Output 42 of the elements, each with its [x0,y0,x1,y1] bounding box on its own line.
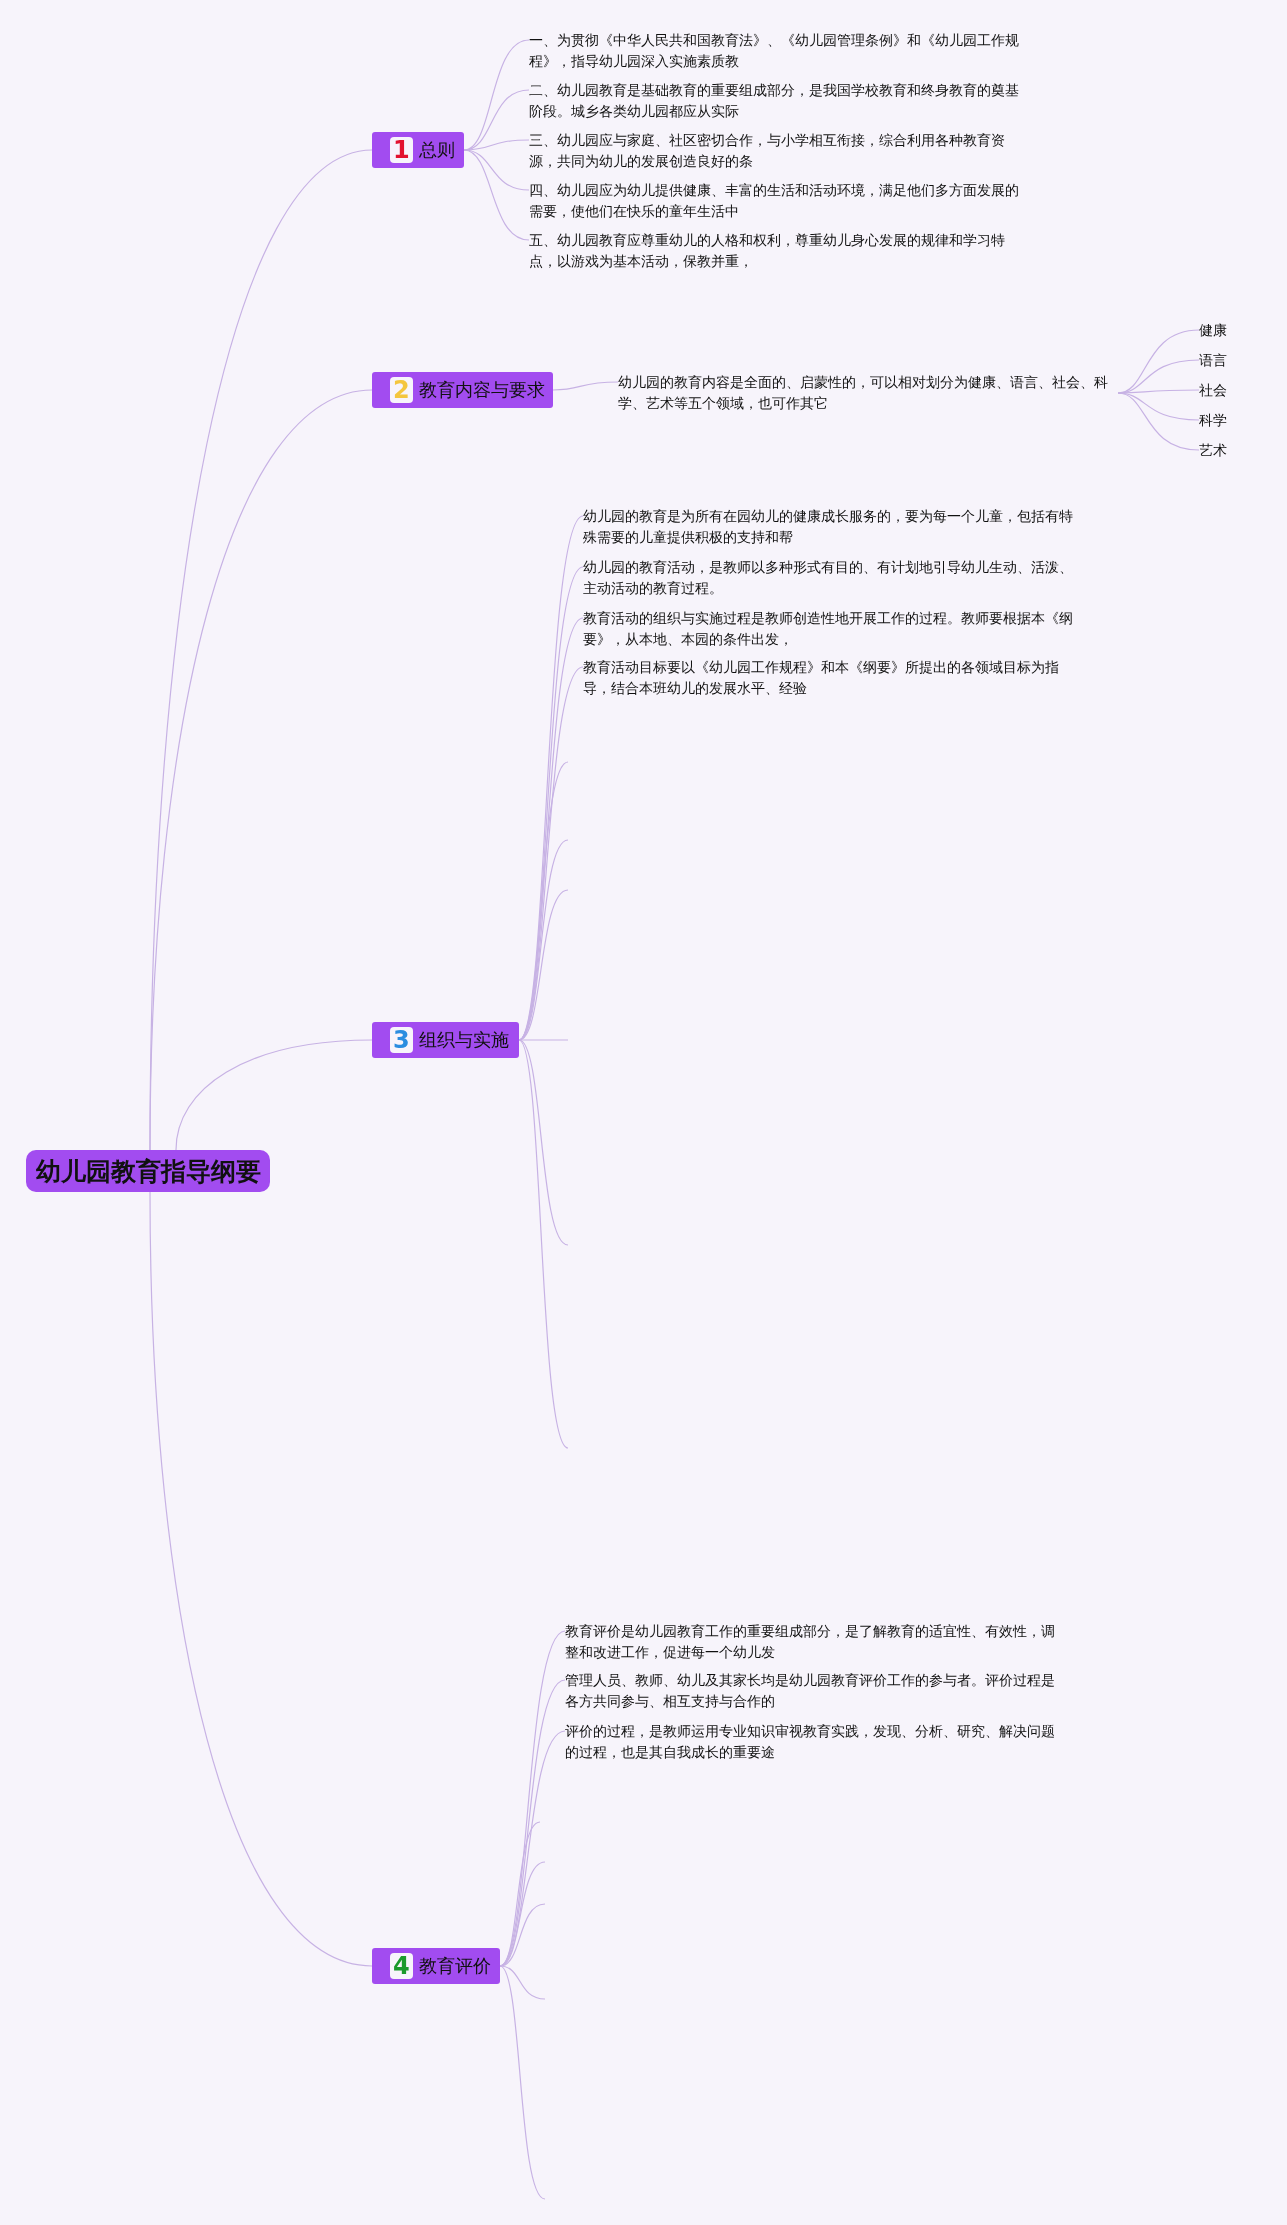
leaf-text: 三、幼儿园应与家庭、社区密切合作，与小学相互衔接，综合利用各种教育资源，共同为幼儿的发展创造良好的条 [529,130,1029,172]
branch-box [372,1948,500,1984]
branch-line [518,1039,569,1246]
branch-label: 教育内容与要求 [418,378,545,402]
branch-line [175,1039,373,1151]
leaf-text: 评价的过程，是教师运用专业知识审视教育实践，发现、分析、研究、解决问题的过程，也是其自我成长的重要途 [565,1721,1060,1763]
leaf-text: 语言 [1199,350,1239,371]
branch-line [552,381,619,391]
branch-line [518,1039,569,1041]
branch-line [518,839,569,1041]
branch-box [372,1022,519,1058]
branch-number: 3 [390,1027,413,1053]
leaf-text: 科学 [1199,410,1239,431]
leaf-text: 社会 [1199,380,1239,401]
leaf-text: 艺术 [1199,440,1239,461]
branch-line [499,1965,546,2200]
branch-line [149,389,373,1151]
leaf-text: 管理人员、教师、幼儿及其家长均是幼儿园教育评价工作的参与者。评价过程是各方共同参与、相互支持与合作的 [565,1670,1060,1712]
leaf-text: 幼儿园的教育内容是全面的、启蒙性的，可以相对划分为健康、语言、社会、科学、艺术等五个领域，也可作其它 [618,372,1118,414]
branch-label: 教育评价 [418,1954,491,1978]
leaf-text: 一、为贯彻《中华人民共和国教育法》、《幼儿园管理条例》和《幼儿园工作规程》，指导幼儿园深入实施素质教 [529,30,1029,72]
root-box: 幼儿园教育指导纲要 [26,1150,270,1192]
leaf-text: 幼儿园的教育活动，是教师以多种形式有目的、有计划地引导幼儿生动、活泼、主动活动的教育过程。 [583,557,1078,599]
leaf-text: 五、幼儿园教育应尊重幼儿的人格和权利，尊重幼儿身心发展的规律和学习特点，以游戏为基本活动，保教并重， [529,230,1029,272]
branch-box [372,372,553,408]
branch-number: 2 [390,377,413,403]
branch-label: 组织与实施 [418,1028,509,1052]
branch-line [1117,392,1200,421]
branch-line [518,1039,569,1449]
branch-number: 1 [390,137,413,163]
leaf-text: 幼儿园的教育是为所有在园幼儿的健康成长服务的，要为每一个儿童，包括有特殊需要的儿童提供积极的支持和帮 [583,506,1078,548]
leaf-text: 四、幼儿园应为幼儿提供健康、丰富的生活和活动环境，满足他们多方面发展的需要，使他们在快乐的童年生活中 [529,180,1029,222]
leaf-text: 二、幼儿园教育是基础教育的重要组成部分，是我国学校教育和终身教育的奠基阶段。城乡各类幼儿园都应从实际 [529,80,1029,122]
branch-line [1117,392,1200,451]
leaf-text: 健康 [1199,320,1239,341]
leaf-text: 教育活动目标要以《幼儿园工作规程》和本《纲要》所提出的各领域目标为指导，结合本班幼儿的发展水平、经验 [583,657,1078,699]
leaf-text: 教育评价是幼儿园教育工作的重要组成部分，是了解教育的适宜性、有效性，调整和改进工作，促进每一个幼儿发 [565,1621,1060,1663]
branch-box [372,132,464,168]
branch-label: 总则 [418,138,455,162]
branch-line [149,1191,373,1967]
leaf-text: 教育活动的组织与实施过程是教师创造性地开展工作的过程。教师要根据本《纲要》，从本地、本园的条件出发， [583,608,1078,650]
branch-number: 4 [390,1953,413,1979]
